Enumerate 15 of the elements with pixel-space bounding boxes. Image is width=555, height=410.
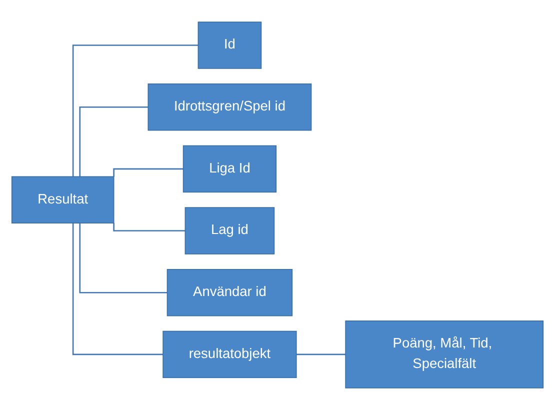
node-box: Lag id bbox=[184, 207, 275, 254]
node-box: Liga Id bbox=[182, 145, 277, 193]
connector bbox=[72, 223, 164, 356]
node-box: resultatobjekt bbox=[162, 330, 297, 378]
connector bbox=[79, 106, 148, 177]
connector bbox=[79, 223, 168, 294]
node-box: Idrottsgren/Spel id bbox=[148, 83, 312, 131]
connector bbox=[72, 44, 198, 177]
connector bbox=[113, 222, 186, 232]
node-box: Resultat bbox=[11, 176, 114, 224]
node-box: Användar id bbox=[166, 268, 293, 316]
connector bbox=[296, 354, 346, 356]
connector bbox=[113, 168, 184, 177]
node-box: Id bbox=[198, 22, 262, 69]
node-box: Poäng, Mål, Tid, Specialfält bbox=[345, 320, 544, 388]
